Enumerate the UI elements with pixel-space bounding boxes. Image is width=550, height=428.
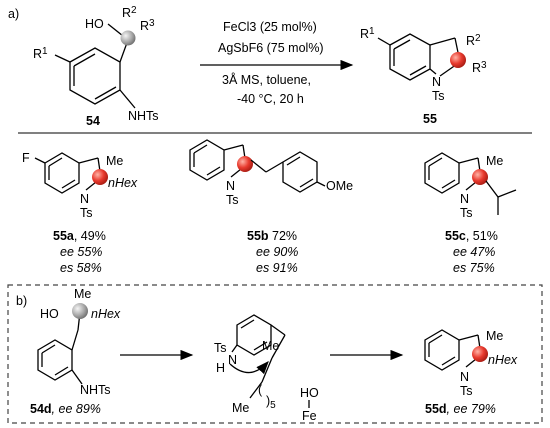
compound-id-55a: 55a bbox=[53, 229, 75, 243]
svg-text:Me: Me bbox=[486, 154, 503, 168]
svg-text:Me: Me bbox=[232, 401, 249, 415]
structure-55: R1 R2 R3 N Ts 55 bbox=[360, 26, 487, 126]
svg-text:(: ( bbox=[258, 383, 263, 397]
compound-id-55: 55 bbox=[423, 112, 437, 126]
stereocenter-red bbox=[472, 346, 488, 362]
hydroxyl-label: HO bbox=[85, 17, 104, 31]
svg-text:55b 72%: 55b 72% bbox=[247, 229, 297, 243]
compound-id-54d: 54d bbox=[30, 402, 52, 416]
svg-text:Ts: Ts bbox=[460, 206, 473, 220]
compound-id-55d: 55d bbox=[425, 402, 447, 416]
svg-text:Me: Me bbox=[106, 154, 123, 168]
ee-value: ee 47% bbox=[453, 245, 495, 259]
stereocenter-red bbox=[450, 52, 466, 68]
svg-text:Me: Me bbox=[262, 339, 279, 353]
condition-temperature: -40 °C, 20 h bbox=[237, 92, 304, 106]
svg-text:R2: R2 bbox=[122, 5, 137, 20]
svg-text:NHTs: NHTs bbox=[80, 383, 111, 397]
svg-text:Me: Me bbox=[74, 287, 91, 301]
stereocenter-grey bbox=[72, 303, 88, 319]
svg-text:N: N bbox=[432, 75, 441, 89]
svg-text:R2: R2 bbox=[466, 33, 481, 48]
es-value: es 58% bbox=[60, 261, 102, 275]
svg-text:R3: R3 bbox=[472, 60, 487, 75]
svg-text:Ts: Ts bbox=[226, 193, 239, 207]
compound-id-55b: 55b bbox=[247, 229, 269, 243]
svg-text:nHex: nHex bbox=[108, 176, 138, 190]
ee-value: ee 90% bbox=[256, 245, 298, 259]
svg-text:nHex: nHex bbox=[91, 307, 121, 321]
svg-text:R3: R3 bbox=[140, 18, 155, 33]
svg-text:)5: )5 bbox=[266, 394, 276, 411]
svg-text:OMe: OMe bbox=[326, 179, 353, 193]
es-value: es 75% bbox=[453, 261, 495, 275]
stereocenter-red bbox=[472, 169, 488, 185]
ee-value: ee 55% bbox=[60, 245, 102, 259]
structure-54d: HO Me nHex NHTs 54d, ee 89% bbox=[30, 287, 121, 416]
svg-text:Ts: Ts bbox=[80, 206, 93, 220]
compound-id-54: 54 bbox=[86, 114, 100, 128]
svg-text:Ts: Ts bbox=[432, 89, 445, 103]
svg-text:R1: R1 bbox=[360, 26, 375, 41]
svg-text:Me: Me bbox=[486, 329, 503, 343]
svg-text:N: N bbox=[228, 353, 237, 367]
structure-54: HO R2 R3 R1 NHTs 54 bbox=[33, 5, 159, 128]
part-a-label: a) bbox=[8, 7, 19, 21]
structure-55d: Me nHex N Ts 55d, ee 79% bbox=[424, 329, 518, 416]
es-value: es 91% bbox=[256, 261, 298, 275]
svg-text:55a, 49%: 55a, 49% bbox=[53, 229, 106, 243]
svg-text:H: H bbox=[216, 361, 225, 375]
nhts-label: NHTs bbox=[128, 109, 159, 123]
svg-text:N: N bbox=[226, 179, 235, 193]
svg-text:55d, ee 79%: 55d, ee 79% bbox=[425, 402, 496, 416]
part-b-dashed-box bbox=[7, 284, 543, 424]
example-55b: OMe N Ts 55b 72% ee 90% es 91% bbox=[189, 139, 353, 275]
intermediate-complex: Ts N H Me )5 ( Me HO Fe bbox=[214, 314, 319, 423]
svg-text:N: N bbox=[80, 192, 89, 206]
compound-id-55c: 55c bbox=[445, 229, 466, 243]
stereocenter-red bbox=[92, 169, 108, 185]
svg-text:R1: R1 bbox=[33, 46, 48, 61]
stereocenter-grey bbox=[120, 30, 136, 46]
svg-text:HO: HO bbox=[300, 386, 319, 400]
svg-text:N: N bbox=[460, 192, 469, 206]
stereocenter-red bbox=[237, 156, 253, 172]
svg-text:F: F bbox=[22, 151, 30, 165]
svg-text:54d, ee 89%: 54d, ee 89% bbox=[30, 402, 101, 416]
condition-solvent: 3Å MS, toluene, bbox=[222, 72, 311, 87]
svg-text:Ts: Ts bbox=[214, 341, 227, 355]
example-55c: Me N Ts 55c, 51% ee 47% es 75% bbox=[424, 152, 517, 275]
reaction-arrow-a: FeCl3 (25 mol%) AgSbF6 (75 mol%) 3Å MS, … bbox=[200, 20, 354, 106]
condition-fecl3: FeCl3 (25 mol%) bbox=[223, 20, 317, 34]
svg-text:Ts: Ts bbox=[460, 384, 473, 398]
part-b-label: b) bbox=[16, 294, 27, 308]
example-55a: F Me nHex N Ts 55a, 49% ee 55% es 58% bbox=[22, 151, 138, 275]
svg-text:N: N bbox=[460, 370, 469, 384]
condition-agsbf6: AgSbF6 (75 mol%) bbox=[218, 41, 324, 55]
svg-text:Fe: Fe bbox=[302, 409, 317, 423]
svg-text:HO: HO bbox=[40, 307, 59, 321]
svg-text:55c, 51%: 55c, 51% bbox=[445, 229, 498, 243]
svg-text:nHex: nHex bbox=[488, 353, 518, 367]
